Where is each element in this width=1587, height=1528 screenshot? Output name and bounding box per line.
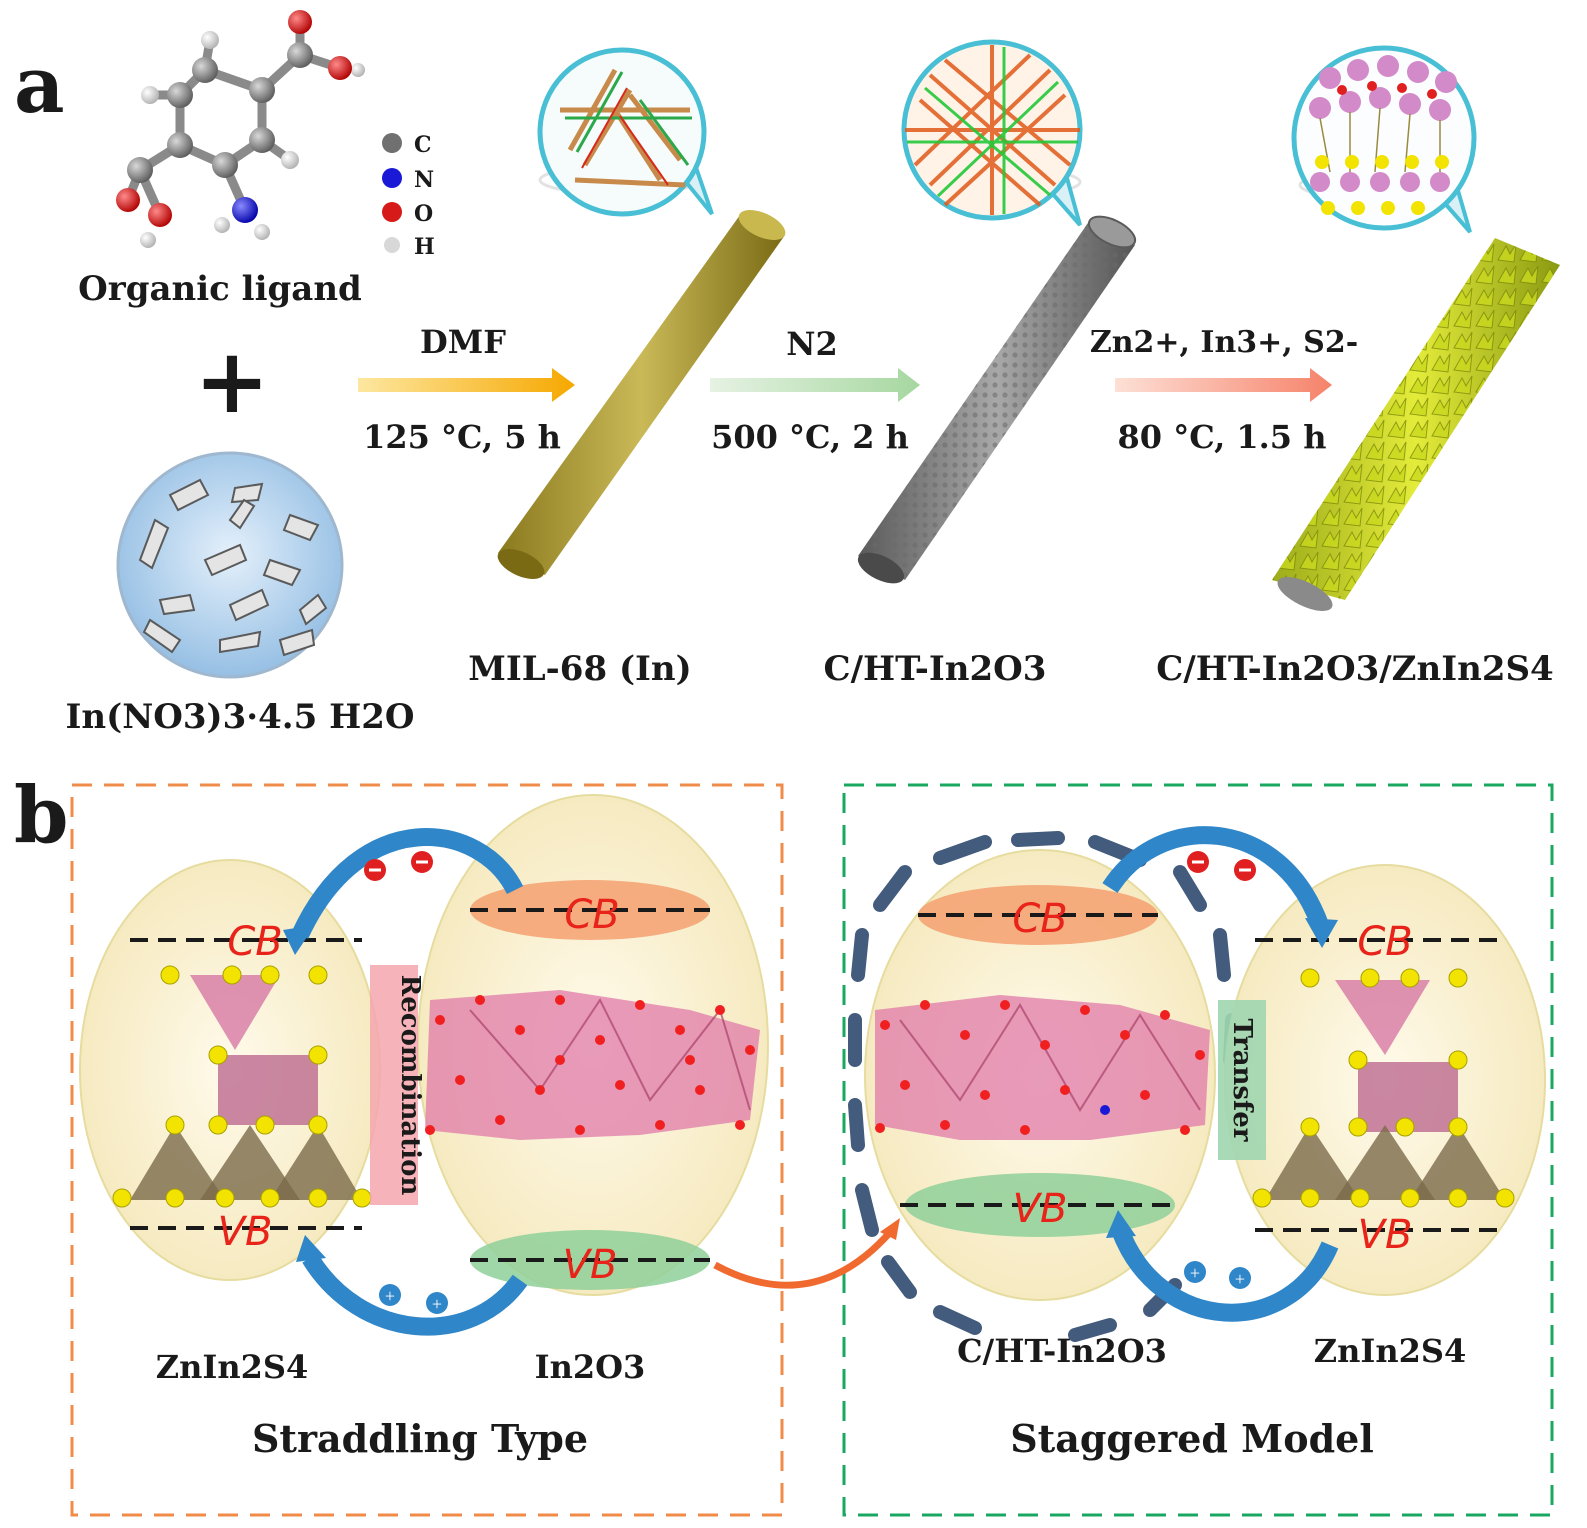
left-mat2-label: In2O3 — [535, 1348, 646, 1386]
legend-dot-n — [382, 168, 402, 188]
right-in2o3-vb: VB — [1013, 1186, 1068, 1232]
c-ht-in2o3-zoom-bubble — [901, 39, 1083, 227]
right-title: Staggered Model — [1010, 1416, 1374, 1461]
mil68-rod — [497, 164, 786, 579]
right-zis-vb: VB — [1358, 1212, 1413, 1258]
product3-label: C/HT-In2O3/ZnIn2S4 — [1156, 649, 1553, 689]
step1-reagent: DMF — [420, 323, 506, 361]
step1-condition: 125 °C, 5 h — [363, 418, 561, 456]
transfer-label: Transfer — [1227, 1019, 1257, 1142]
composite-zoom-bubble — [1291, 45, 1477, 234]
c-ht-in2o3-rod — [857, 166, 1137, 584]
left-dashed-frame — [70, 783, 784, 1517]
left-hole-arrowhead — [296, 1235, 326, 1262]
right-dashed-frame — [842, 783, 1554, 1517]
left-zis-cb: CB — [227, 919, 282, 965]
atom-legend: C N O H — [382, 132, 435, 260]
transfer-box — [1218, 1000, 1266, 1160]
legend-dot-o — [382, 202, 402, 222]
step3-arrow — [1115, 368, 1332, 402]
right-electron-arrow — [1102, 826, 1329, 929]
right-electron-arrowhead — [1305, 918, 1338, 948]
left-in2o3-vb: VB — [563, 1242, 618, 1288]
right-hole-arrow — [1111, 1226, 1339, 1322]
left-zis-vb: VB — [218, 1209, 273, 1255]
left-in2o3-sphere: CB VB — [417, 794, 769, 1296]
svg-text:+: + — [1190, 1263, 1200, 1283]
right-mat2-label: ZnIn2S4 — [1314, 1332, 1467, 1370]
recombination-box — [370, 965, 418, 1205]
salt-crystal-image — [116, 451, 344, 679]
right-c-ht-in2o3-sphere: CB VB — [848, 831, 1239, 1342]
plus-sign: + — [194, 328, 269, 434]
legend-label-n: N — [414, 167, 434, 193]
left-in2o3-cb: CB — [564, 892, 619, 938]
svg-text:+: + — [432, 1294, 442, 1314]
composite-rod — [1272, 169, 1560, 612]
legend-label-o: O — [414, 201, 433, 227]
right-hole-arrowhead — [1106, 1210, 1136, 1238]
left-title: Straddling Type — [252, 1416, 588, 1461]
step2-condition: 500 °C, 2 h — [711, 418, 909, 456]
panel-b-label: b — [14, 770, 69, 861]
step1-arrow — [358, 368, 575, 402]
left-mat1-label: ZnIn2S4 — [156, 1348, 309, 1386]
right-znin2s4-sphere: CB VB — [1224, 864, 1546, 1296]
right-zis-cb: CB — [1357, 919, 1412, 965]
legend-label-c: C — [414, 132, 432, 158]
right-in2o3-cb: CB — [1012, 896, 1067, 942]
right-mat1-label: C/HT-In2O3 — [957, 1332, 1167, 1370]
step2-reagent: N2 — [786, 325, 838, 363]
left-electron-arrowhead — [283, 925, 315, 955]
left-holes: + + — [379, 1284, 448, 1314]
legend-dot-h — [384, 237, 400, 253]
product2-label: C/HT-In2O3 — [824, 649, 1047, 689]
organic-ligand-molecule — [116, 10, 365, 248]
ligand-label: Organic ligand — [78, 269, 362, 309]
right-holes: + + — [1184, 1261, 1251, 1289]
panel-a-label: a — [14, 40, 65, 131]
left-znin2s4-sphere: CB VB — [79, 859, 381, 1281]
connector-arrowhead — [880, 1218, 900, 1240]
step3-reagent: Zn2+, In3+, S2- — [1090, 325, 1358, 360]
step3-condition: 80 °C, 1.5 h — [1118, 418, 1327, 456]
left-electron-arrow — [291, 828, 524, 939]
right-electrons — [1187, 851, 1256, 881]
left-electrons — [364, 851, 433, 881]
svg-text:+: + — [385, 1286, 395, 1306]
product1-label: MIL-68 (In) — [468, 649, 692, 689]
svg-text:+: + — [1235, 1269, 1245, 1289]
mil68-zoom-bubble — [537, 47, 714, 217]
left-hole-arrow — [302, 1253, 528, 1336]
salt-label: In(NO3)3·4.5 H2O — [65, 697, 414, 737]
recombination-label: Recombination — [395, 975, 425, 1196]
legend-dot-c — [382, 133, 402, 153]
connector-arrow — [713, 1227, 895, 1289]
legend-label-h: H — [414, 234, 435, 260]
step2-arrow — [710, 368, 920, 402]
